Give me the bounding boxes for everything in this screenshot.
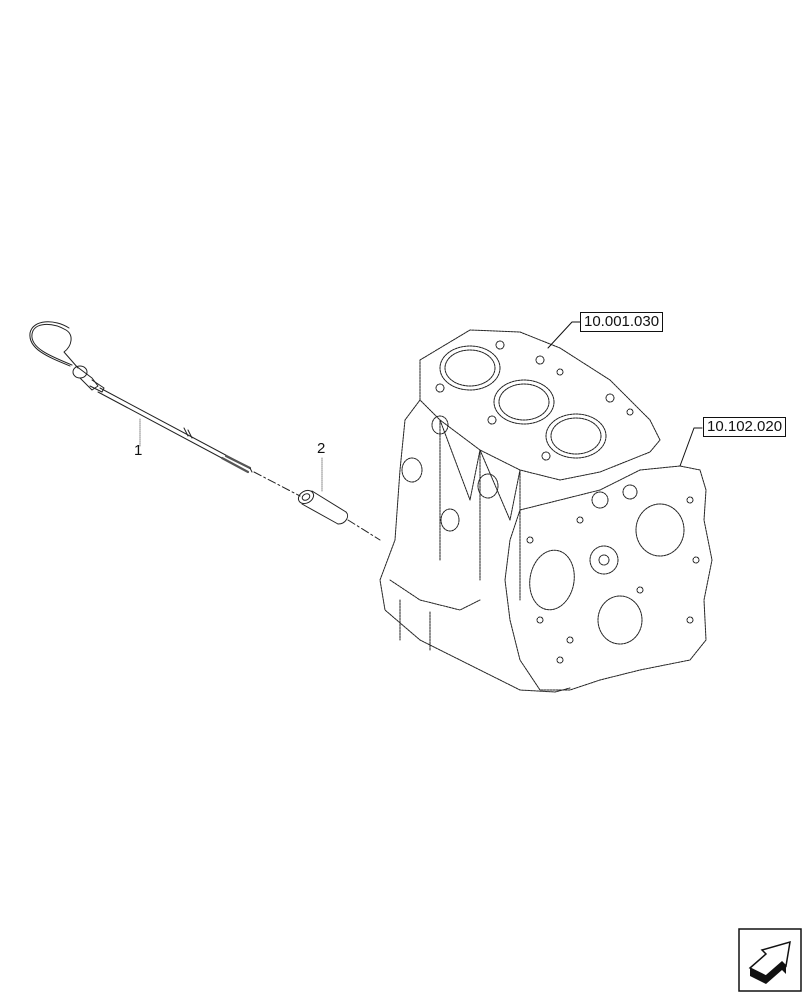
tube-drawing — [297, 489, 349, 525]
centerline — [253, 471, 381, 541]
callout-1: 1 — [134, 442, 143, 459]
engine-block-drawing — [379, 329, 713, 693]
dipstick-drawing — [29, 321, 253, 474]
next-page-arrow-icon[interactable] — [738, 928, 802, 992]
reference-link-front-plate[interactable]: 10.102.020 — [703, 417, 787, 437]
reference-link-cylinder-block[interactable]: 10.001.030 — [580, 312, 664, 332]
callout-2: 2 — [317, 440, 326, 457]
